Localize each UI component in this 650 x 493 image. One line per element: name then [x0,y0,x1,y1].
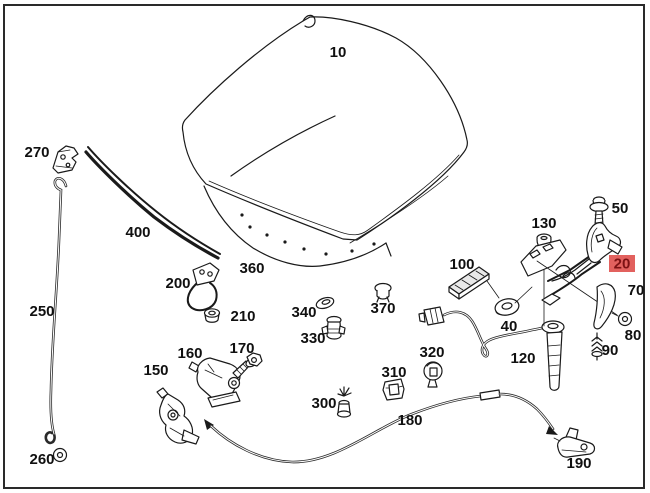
part-label-360[interactable]: 360 [239,260,264,277]
part-label-210[interactable]: 210 [230,308,255,325]
part-label-400[interactable]: 400 [125,224,150,241]
part-art-lever-190 [553,427,596,458]
part-label-300[interactable]: 300 [311,395,336,412]
part-label-160[interactable]: 160 [177,345,202,362]
part-labels: 10 20 40 50 70 80 90 100 120 130 150 160… [24,44,644,472]
part-art-lock-160 [188,357,241,408]
part-art-seal-strip [84,146,221,260]
part-label-90[interactable]: 90 [602,342,619,359]
part-art-lock-bracket-assembly [520,222,623,316]
part-art-clip-300 [336,386,352,418]
part-art-prop-rod [44,176,68,445]
part-art-loop-bracket [186,262,220,312]
part-label-270[interactable]: 270 [24,144,49,161]
part-label-200[interactable]: 200 [165,275,190,292]
part-label-20: 20 [614,256,631,273]
part-art-hood [181,14,468,244]
part-art-clip-320 [423,361,443,388]
part-label-10[interactable]: 10 [330,44,347,61]
part-label-340[interactable]: 340 [291,304,316,321]
part-label-250[interactable]: 250 [29,303,54,320]
part-label-310[interactable]: 310 [381,364,406,381]
part-art-bolt-170 [232,352,263,379]
part-art-grommet-260 [52,447,68,463]
part-art-release-cable [204,389,558,464]
part-art-clip-370 [374,282,392,303]
part-art-safety-hook [593,283,616,330]
part-label-180[interactable]: 180 [397,412,422,429]
part-label-370[interactable]: 370 [370,300,395,317]
part-label-130[interactable]: 130 [531,215,556,232]
part-label-330[interactable]: 330 [300,330,325,347]
highlight-box [609,255,635,272]
part-label-70[interactable]: 70 [628,282,645,299]
part-art-cap-340 [315,296,335,310]
part-art-bracket-270 [52,145,79,174]
part-label-170[interactable]: 170 [229,340,254,357]
part-label-100[interactable]: 100 [449,256,474,273]
part-art-washer-40 [494,286,533,316]
part-art-clip-90 [591,332,603,361]
part-art-catch-150 [156,387,200,445]
part-label-260[interactable]: 260 [29,451,54,468]
part-callout-20[interactable]: 20 [609,255,635,273]
part-art-rivet-330 [321,315,346,340]
part-label-40[interactable]: 40 [501,318,518,335]
part-label-150[interactable]: 150 [143,362,168,379]
part-art-damper-80 [611,311,633,327]
part-label-50[interactable]: 50 [612,200,629,217]
part-art-bar-100 [448,266,500,300]
part-label-190[interactable]: 190 [566,455,591,472]
part-art-clip-310 [382,378,405,401]
part-art-nut-210 [203,308,221,323]
diagram-frame [3,4,645,489]
part-art-front-strip [203,185,392,267]
part-art-lock-cylinder [418,306,565,391]
part-label-80[interactable]: 80 [625,327,642,344]
part-label-120[interactable]: 120 [510,350,535,367]
part-label-320[interactable]: 320 [419,344,444,361]
